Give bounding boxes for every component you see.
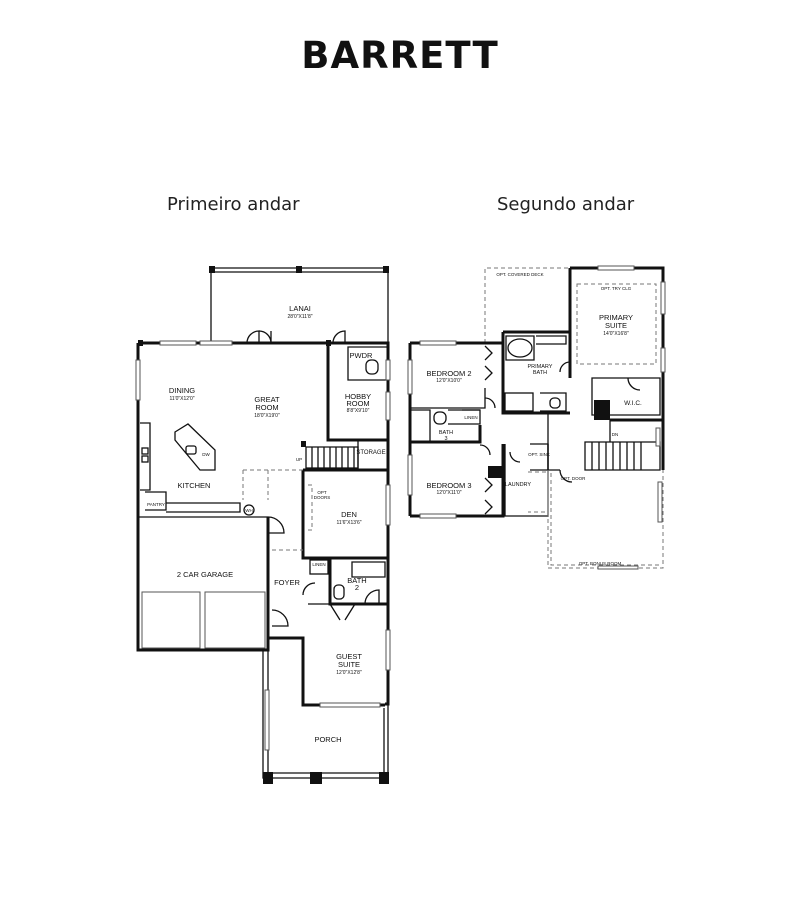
kitchen-label: KITCHEN [178, 481, 211, 490]
hobby-room-dimensions: 8'8"X9'10" [347, 408, 370, 414]
den-opt-doors-line1: OPT [317, 490, 327, 495]
plan-title: BARRETT [301, 34, 499, 77]
pwdr-label: PWDR [350, 351, 373, 360]
great-room-label-line2: ROOM [255, 403, 278, 412]
second-floor-plan [407, 265, 666, 570]
first-floor-linen-label: LINEN [312, 562, 325, 567]
porch-outline [262, 650, 389, 779]
primary-suite-label-line1: PRIMARY [599, 313, 633, 322]
opt-sink-label: OPT. SINK [528, 452, 550, 457]
bonus-room-label: OPT. BONUS ROOM [579, 561, 622, 566]
pantry-label: PANTRY [147, 502, 165, 507]
garage-label: 2 CAR GARAGE [177, 570, 233, 579]
dining-dimensions: 11'0"X12'0" [169, 396, 194, 402]
dishwasher-label: DW [202, 452, 210, 457]
great-room-label-line1: GREAT [254, 395, 280, 404]
den-label: DEN [341, 510, 357, 519]
dining-label: DINING [169, 386, 195, 395]
den-opt-doors-line2: DOORS [314, 495, 331, 500]
kitchen-island [174, 423, 216, 471]
foyer-label: FOYER [274, 578, 300, 587]
great-room-dimensions: 18'0"X19'0" [254, 413, 280, 419]
lanai-label: LANAI [289, 304, 311, 313]
bedroom3-dimensions: 12'0"X11'0" [436, 490, 461, 496]
primary-bath-label-line1: PRIMARY [528, 364, 553, 370]
primary-suite-dimensions: 14'0"X16'8" [603, 331, 629, 337]
bath2-label-line2: 2 [355, 583, 359, 592]
bedroom3-label: BEDROOM 3 [426, 481, 471, 490]
guest-suite-label-line1: GUEST [336, 652, 362, 661]
guest-suite-dimensions: 12'0"X12'8" [336, 670, 362, 676]
opt-door-label: OPT. DOOR [561, 476, 587, 481]
hobby-room-label-line2: ROOM [346, 399, 369, 408]
storage-label: STORAGE [356, 450, 385, 456]
bath3-label-line1: BATH [439, 430, 453, 436]
stairs-down-label: DN [612, 432, 619, 437]
wic-label: W.I.C. [624, 400, 642, 407]
bedroom2-dimensions: 12'0"X10'0" [436, 378, 462, 384]
tray-ceiling-label: OPT. TRY CLG [601, 286, 632, 291]
primary-suite-label-line2: SUITE [605, 321, 627, 330]
laundry-label: LAUNDRY [505, 482, 532, 488]
porch-label: PORCH [314, 735, 341, 744]
lanai-dimensions: 28'0"X11'8" [287, 314, 312, 320]
second-floor-linen-label: LINEN [464, 415, 477, 420]
covered-deck-outline [484, 267, 570, 343]
bath3-label-line2: 3 [444, 436, 447, 442]
water-heater-label: WH [245, 508, 253, 513]
bath2-label-line1: BATH [347, 576, 366, 585]
primary-bath-label-line2: BATH [533, 370, 547, 376]
bonus-room-outline [547, 470, 664, 569]
second-floor-label: Segundo andar [497, 194, 635, 215]
den-dimensions: 11'6"X13'6" [336, 520, 361, 526]
hobby-room-label-line1: HOBBY [345, 392, 371, 401]
guest-suite-label-line2: SUITE [338, 660, 360, 669]
stairs-up-label: UP [296, 457, 302, 462]
bedroom2-label: BEDROOM 2 [426, 369, 471, 378]
covered-deck-label: OPT. COVERED DECK [496, 272, 543, 277]
first-floor-plan [135, 266, 391, 784]
first-floor-label: Primeiro andar [167, 194, 300, 215]
